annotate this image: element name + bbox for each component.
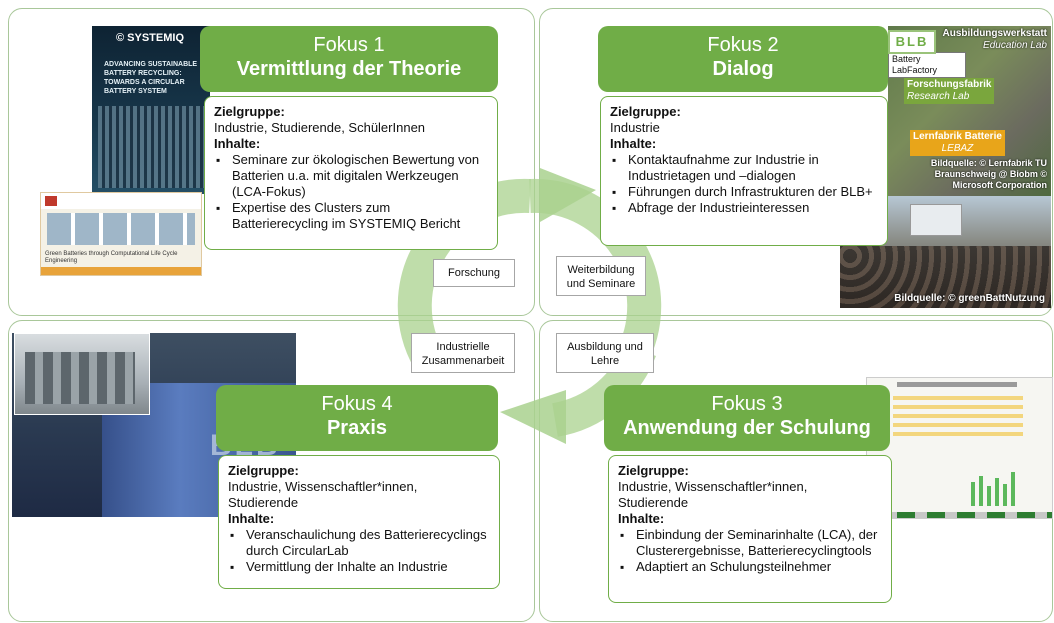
fokus4-subtitle: Praxis xyxy=(326,417,388,439)
fokus3-header: Fokus 3 Anwendung der Schulung xyxy=(604,385,890,451)
blb-logo-text: BLB xyxy=(895,34,929,49)
fokus4-zielgruppe: Industrie, Wissenschaftler*innen, Studie… xyxy=(228,479,418,510)
fokus3-inhalte-label: Inhalte: xyxy=(618,511,665,526)
list-item: Adaptiert an Schulungsteilnehmer xyxy=(620,559,882,575)
lab-interior-photo xyxy=(14,333,150,415)
poster-header-band xyxy=(41,193,201,209)
recycling-tool-screenshot xyxy=(866,377,1053,519)
fokus2-content-box: Zielgruppe: Industrie Inhalte: Kontaktau… xyxy=(600,96,888,246)
fokus4-title: Fokus 4 xyxy=(321,393,393,415)
list-item: Expertise des Clusters zum Batterierecyc… xyxy=(216,200,488,232)
aerial-label-forschung: Forschungsfabrik Research Lab xyxy=(904,78,995,104)
battery-labfactory-text: Battery LabFactory xyxy=(892,54,938,75)
report-cells-graphic xyxy=(98,106,204,188)
fokus4-header: Fokus 4 Praxis xyxy=(216,385,498,451)
fokus1-list: Seminare zur ökologischen Bewertung von … xyxy=(214,152,488,232)
list-item: Kontaktaufnahme zur Industrie in Industr… xyxy=(612,152,878,184)
aerial-credit: Bildquelle: © Lernfabrik TU Braunschweig… xyxy=(930,158,1047,190)
aerial-lernfabrik-text: Lernfabrik Batterie xyxy=(913,131,1002,142)
seminar-credit: Bildquelle: © greenBattNutzung xyxy=(894,293,1045,304)
fokus1-inhalte-label: Inhalte: xyxy=(214,136,261,151)
lab-machinery xyxy=(25,352,135,404)
fokus1-zielgruppe: Industrie, Studierende, SchülerInnen xyxy=(214,120,426,135)
report-brand: © SYSTEMIQ xyxy=(116,32,185,44)
label-industrielle: Industrielle Zusammenarbeit xyxy=(411,333,515,373)
report-title: ADVANCING SUSTAINABLE BATTERY RECYCLING:… xyxy=(104,61,198,95)
aerial-forschung-en-text: Research Lab xyxy=(907,91,970,102)
tool-header-bar xyxy=(897,382,1017,387)
fokus3-title: Fokus 3 xyxy=(711,393,783,415)
fokus4-content-box: Zielgruppe: Industrie, Wissenschaftler*i… xyxy=(218,455,500,589)
aerial-label-lernfabrik: Lernfabrik Batterie LEBAZ xyxy=(910,130,1005,156)
fokus2-list: Kontaktaufnahme zur Industrie in Industr… xyxy=(610,152,878,216)
list-item: Vermittlung der Inhalte an Industrie xyxy=(230,559,490,575)
poster-figures xyxy=(47,213,195,245)
fokus2-zielgruppe: Industrie xyxy=(610,120,660,135)
seminar-screen xyxy=(910,204,962,236)
blb-logo: BLB xyxy=(888,30,936,54)
fokus4-inhalte-label: Inhalte: xyxy=(228,511,275,526)
fokus3-list: Einbindung der Seminarinhalte (LCA), der… xyxy=(618,527,882,575)
poster-footer-band xyxy=(41,267,201,275)
fokus3-content-box: Zielgruppe: Industrie, Wissenschaftler*i… xyxy=(608,455,892,603)
seminar-crowd xyxy=(840,246,1051,308)
list-item: Einbindung der Seminarinhalte (LCA), der… xyxy=(620,527,882,559)
systemiq-report-cover: © SYSTEMIQ ADVANCING SUSTAINABLE BATTERY… xyxy=(92,26,210,194)
poster-logo xyxy=(45,196,57,206)
battery-labfactory-tag: Battery LabFactory xyxy=(888,52,966,78)
poster-title: Green Batteries through Computational Li… xyxy=(45,251,178,264)
label-forschung: Forschung xyxy=(433,259,515,287)
fokus1-title: Fokus 1 xyxy=(313,34,385,56)
list-item: Veranschaulichung des Batterierecyclings… xyxy=(230,527,490,559)
fokus3-zielgruppe-label: Zielgruppe: xyxy=(618,463,689,478)
fokus4-list: Veranschaulichung des Batterierecyclings… xyxy=(228,527,490,575)
list-item: Seminare zur ökologischen Bewertung von … xyxy=(216,152,488,200)
fokus2-title: Fokus 2 xyxy=(707,34,779,56)
aerial-ausbildung-en-text: Education Lab xyxy=(983,40,1047,51)
fokus2-subtitle: Dialog xyxy=(712,58,774,80)
label-ausbildung: Ausbildung und Lehre xyxy=(556,333,654,373)
fokus1-zielgruppe-label: Zielgruppe: xyxy=(214,104,285,119)
research-poster: Green Batteries through Computational Li… xyxy=(40,192,202,276)
fokus2-zielgruppe-label: Zielgruppe: xyxy=(610,104,681,119)
fokus3-zielgruppe: Industrie, Wissenschaftler*innen, Studie… xyxy=(618,479,808,510)
tool-bar-chart xyxy=(971,472,1015,506)
aerial-lebaz-text: LEBAZ xyxy=(941,143,974,154)
tool-input-fields xyxy=(893,396,1023,436)
aerial-label-ausbildung: Ausbildungswerkstatt Education Lab xyxy=(943,28,1047,52)
fokus4-zielgruppe-label: Zielgruppe: xyxy=(228,463,299,478)
fokus2-inhalte-label: Inhalte: xyxy=(610,136,657,151)
list-item: Führungen durch Infrastrukturen der BLB+ xyxy=(612,184,878,200)
fokus3-subtitle: Anwendung der Schulung xyxy=(623,417,871,439)
fokus2-header: Fokus 2 Dialog xyxy=(598,26,888,92)
list-item: Abfrage der Industrieinteressen xyxy=(612,200,878,216)
label-weiterbildung: Weiterbildung und Seminare xyxy=(556,256,646,296)
aerial-forschung-text: Forschungsfabrik xyxy=(907,79,992,90)
aerial-ausbildung-text: Ausbildungswerkstatt xyxy=(942,28,1047,39)
fokus1-subtitle: Vermittlung der Theorie xyxy=(236,58,462,80)
fokus1-content-box: Zielgruppe: Industrie, Studierende, Schü… xyxy=(204,96,498,250)
fokus1-header: Fokus 1 Vermittlung der Theorie xyxy=(200,26,498,92)
tool-tab-bar xyxy=(867,512,1052,518)
